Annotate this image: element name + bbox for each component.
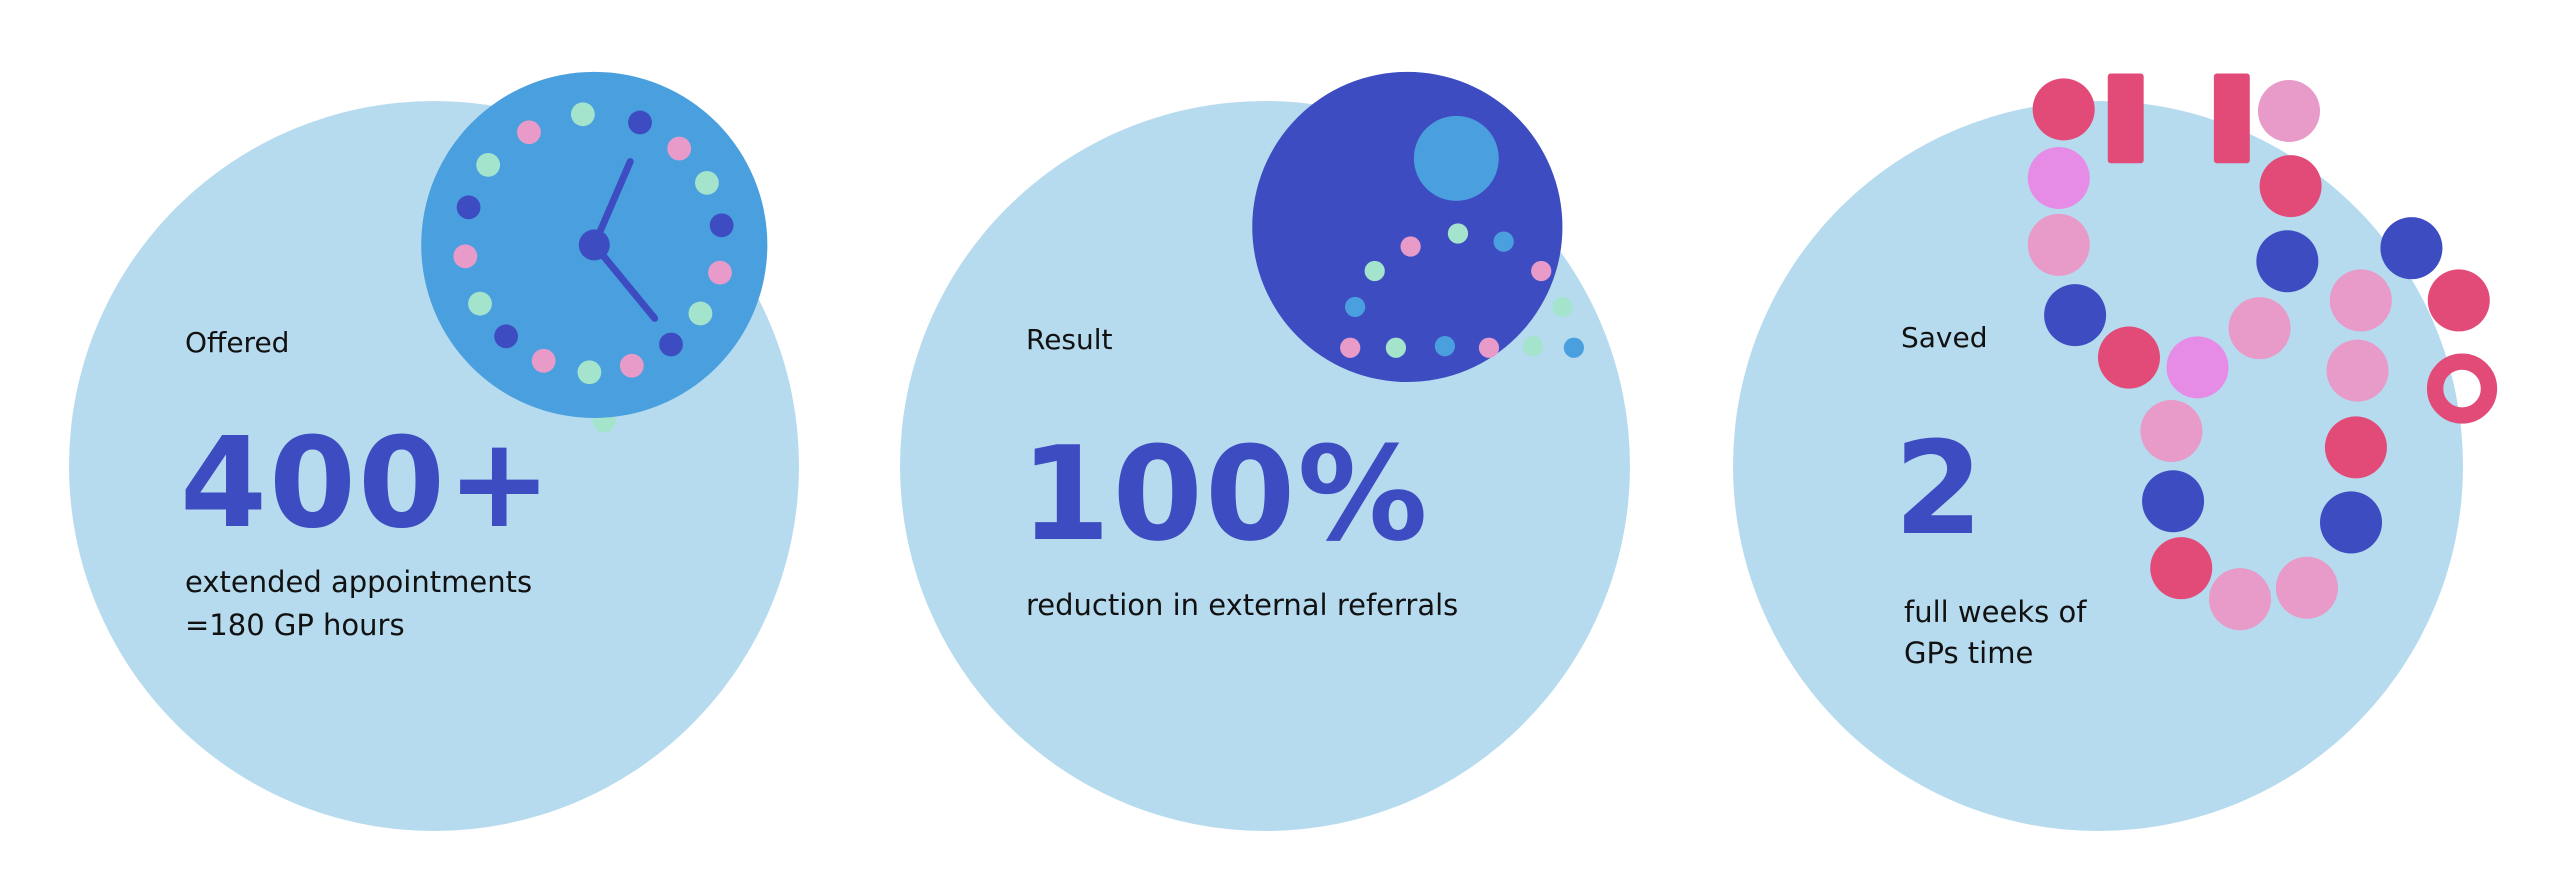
clock-dot (494, 324, 519, 349)
stat-desc-offered-line1: extended appointments (185, 565, 533, 599)
path-dot (2256, 230, 2319, 293)
clock-dot (619, 353, 644, 378)
path-dot (2427, 269, 2490, 332)
small-dot (1522, 336, 1544, 357)
clock-dot (476, 152, 501, 177)
path-dot (2257, 80, 2320, 143)
path-dot (2320, 491, 2383, 554)
clock-icon (421, 71, 768, 433)
small-dot (1385, 337, 1407, 358)
path-dot (2228, 297, 2291, 360)
stat-label-saved: Saved (1901, 321, 1988, 354)
clock-dot (453, 244, 478, 269)
path-dot (2032, 78, 2095, 141)
clock-dot (667, 136, 692, 161)
path-dot (2166, 336, 2229, 399)
bar-mark (2107, 73, 2144, 164)
path-dot (2097, 326, 2160, 389)
path-dot (2140, 400, 2203, 463)
moon-dots-icon (1252, 71, 1584, 383)
clock-dot (577, 360, 602, 385)
clock-dot (468, 291, 492, 316)
small-dot (1364, 260, 1385, 282)
stat-label-offered: Offered (185, 326, 290, 359)
small-dot (1563, 337, 1584, 358)
clock-dot (531, 348, 556, 373)
dark-circle (1252, 71, 1563, 383)
clock-dot (709, 213, 734, 238)
stat-desc-saved-line2: GPs time (1904, 636, 2034, 670)
clock-minute-hand (590, 241, 659, 322)
path-dot (2027, 146, 2090, 209)
path-dot (2027, 213, 2090, 276)
stat-label-result: Result (1026, 323, 1113, 356)
clock-dot (688, 301, 713, 326)
path-dot (2142, 470, 2205, 533)
small-dot (1340, 337, 1361, 358)
path-dot (2326, 339, 2389, 402)
path-dot (2044, 284, 2107, 347)
ring-mark (2426, 353, 2498, 424)
small-dot (1447, 223, 1469, 244)
clock-dot (659, 332, 683, 357)
small-dot (1344, 296, 1366, 318)
small-dot (1434, 336, 1456, 357)
moon-circle (1413, 115, 1499, 201)
stat-value-saved: 2 (1894, 415, 1986, 564)
dots-path-icon (2027, 73, 2498, 631)
small-dot (1400, 236, 1421, 257)
path-dot (2275, 556, 2338, 619)
small-dot (1493, 231, 1514, 252)
stat-desc-saved-line1: full weeks of (1904, 595, 2087, 629)
stat-value-offered: 400+ (180, 411, 554, 556)
clock-dot (456, 195, 481, 220)
clock-dot (695, 170, 719, 195)
small-dot (1531, 260, 1552, 282)
path-dot (2150, 537, 2213, 600)
clock-dot (628, 110, 652, 135)
clock-center (578, 229, 610, 261)
path-dot (2380, 217, 2443, 280)
path-dot (2208, 568, 2272, 631)
path-dot (2259, 155, 2322, 218)
clock-dot (570, 102, 595, 127)
path-dot (2324, 416, 2387, 479)
small-dot (1478, 337, 1500, 358)
stat-desc-result: reduction in external referrals (1026, 588, 1459, 622)
clock-dot (517, 120, 541, 145)
path-dot (2329, 269, 2392, 332)
bar-mark (2213, 73, 2250, 164)
small-dot (1552, 296, 1573, 318)
stat-value-result: 100% (1020, 418, 1430, 570)
clock-dot (708, 260, 732, 285)
stat-desc-offered-line2: =180 GP hours (185, 608, 405, 642)
